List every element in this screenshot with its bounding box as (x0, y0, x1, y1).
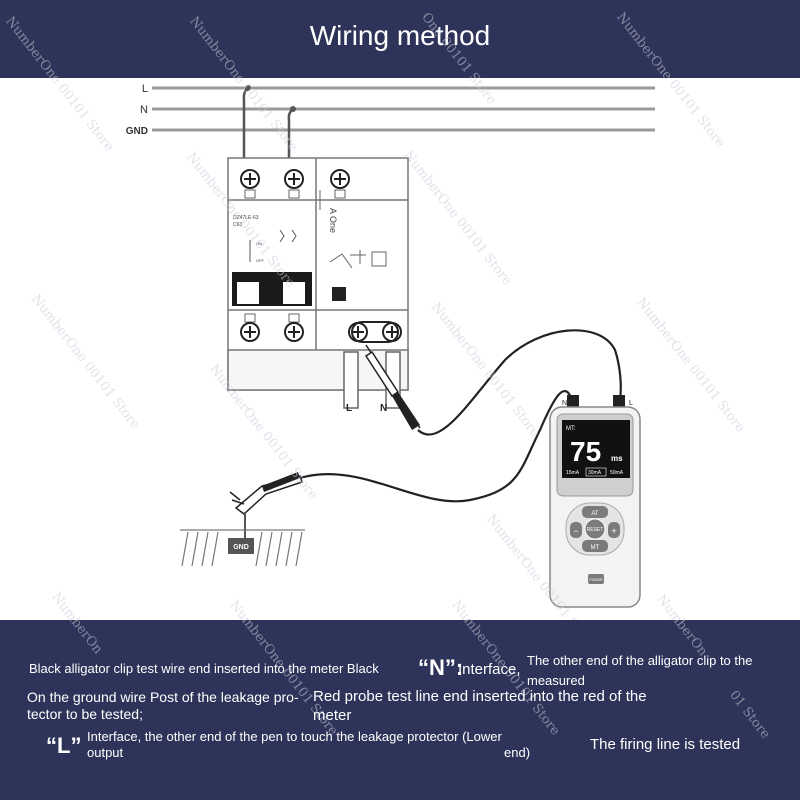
btn-minus (570, 522, 582, 538)
svg-text:−: − (573, 526, 578, 536)
caption-black-clip: Black alligator clip test wire end inser… (29, 661, 379, 676)
btn-reset (584, 518, 606, 540)
caption-ground-wire: On the ground wire Post of the leakage p… (27, 689, 299, 722)
ground-rod (228, 538, 254, 554)
breaker-on-label: ON (256, 241, 262, 246)
breaker-rating: C63 (233, 222, 242, 228)
test-button (332, 287, 346, 301)
meter-port-n: N (562, 400, 567, 407)
caption-interface: Interface, (458, 661, 521, 678)
breaker-off-label: OFF (256, 258, 265, 263)
caption-lower-end: end) (504, 745, 531, 760)
output-l-label: L (346, 403, 352, 414)
ground-hatch (180, 529, 305, 567)
breaker-model: DZ47LE-63 (233, 215, 259, 221)
top-terminals (240, 169, 350, 189)
caption-pen-interface: Interface, the other end of the pen to t… (87, 729, 502, 760)
test-probe (364, 344, 421, 430)
module-label: A One (328, 208, 338, 233)
tap-n (290, 106, 296, 112)
line-n-label: N (140, 104, 148, 116)
btn-power (588, 574, 604, 584)
range-30ma: 30mA (588, 470, 602, 476)
line-gnd-label: GND (126, 126, 148, 137)
btn-plus (608, 522, 620, 538)
screen-mt-label: MT: (566, 426, 576, 432)
screen-value: 75 (570, 436, 601, 467)
svg-text:POWER: POWER (589, 578, 603, 582)
power-lines (152, 86, 655, 132)
caption-l-quote: “L” (46, 733, 82, 758)
svg-text:AT: AT (591, 511, 599, 517)
alligator-clip (229, 472, 303, 515)
btn-mt (582, 540, 608, 552)
screen-unit: ms (611, 454, 623, 463)
instructions-banner (0, 620, 800, 800)
line-l-label: L (142, 83, 148, 95)
output-n-label: N (380, 403, 387, 414)
clip-cable (299, 390, 574, 503)
tap-l (245, 85, 251, 91)
caption-n-quote: “N”: (418, 655, 464, 680)
svg-text:+: + (611, 526, 616, 536)
range-15ma: 15mA (566, 470, 580, 476)
probe-cable (417, 329, 622, 436)
range-50ma: 50mA (610, 470, 624, 476)
ground-label: GND (233, 544, 249, 551)
caption-firing-line: The firing line is tested (590, 736, 741, 753)
caption-red-probe: Red probe test line end inserted into th… (313, 688, 647, 724)
svg-text:MT: MT (591, 545, 600, 551)
meter-screen (562, 420, 630, 478)
svg-text:RESET: RESET (587, 527, 604, 533)
meter-port-l: L (629, 400, 633, 407)
title-banner (0, 0, 800, 78)
btn-at (582, 506, 608, 518)
leakage-tester-meter: N L MT: 75 ms 15mA 30mA 50mA AT MT − + R… (549, 395, 641, 608)
page-title: Wiring method (309, 20, 491, 51)
caption-clip-other-end: The other end of the alligator clip to t… (527, 653, 753, 688)
